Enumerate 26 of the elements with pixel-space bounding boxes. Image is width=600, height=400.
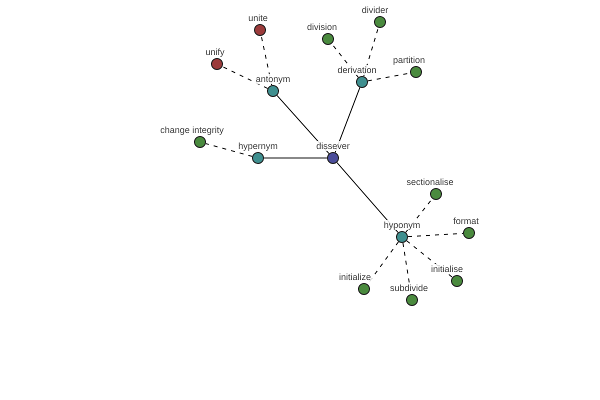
- connector-line: [222, 66, 268, 89]
- connector-line: [406, 240, 453, 278]
- node-label: subdivide: [388, 283, 430, 293]
- node-label: sectionalise: [405, 177, 455, 187]
- node-label: hyponym: [382, 220, 422, 230]
- node-label: partition: [392, 55, 426, 65]
- connector-line: [408, 232, 464, 238]
- node-label: initialize: [338, 272, 372, 282]
- connector-line: [363, 27, 379, 77]
- node-label: dissever: [315, 141, 351, 151]
- node-label: hypernym: [237, 141, 279, 151]
- node-label: initialise: [430, 264, 464, 274]
- node-label: change integrity: [159, 125, 225, 135]
- node-label: format: [452, 216, 480, 226]
- connector-line: [334, 87, 360, 153]
- node-label: antonym: [254, 74, 292, 84]
- node-label: unify: [204, 47, 226, 57]
- node-label: divider: [360, 5, 390, 15]
- connector-line: [205, 143, 253, 157]
- connector-line: [405, 198, 433, 233]
- node-label: unite: [247, 13, 269, 23]
- connector-line: [336, 162, 399, 233]
- node-label: derivation: [336, 65, 378, 75]
- node-label: division: [306, 22, 338, 32]
- connector-line: [260, 35, 272, 86]
- connector-line: [331, 43, 359, 78]
